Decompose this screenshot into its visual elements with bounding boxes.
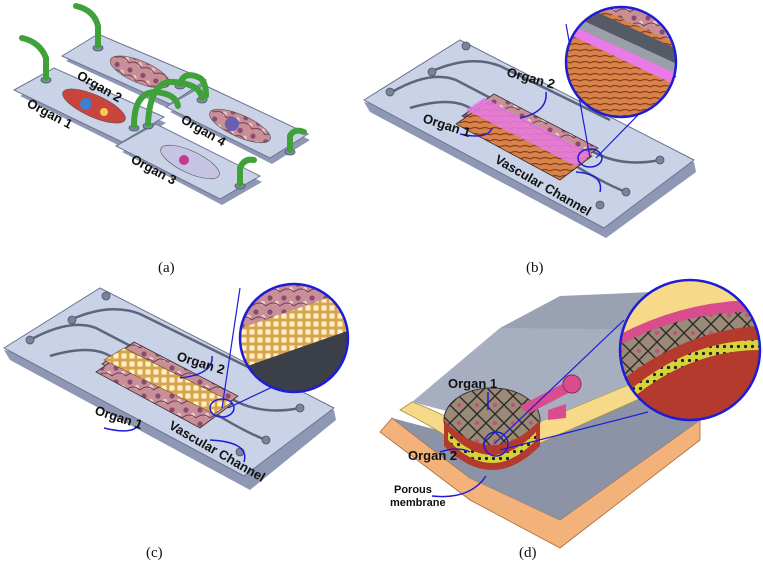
porous-membrane xyxy=(448,432,536,463)
zoom-inset-d xyxy=(620,280,760,420)
chip-organ-3 xyxy=(114,123,262,205)
caption-c: (c) xyxy=(146,545,163,561)
caption-d: (d) xyxy=(519,545,537,561)
ports xyxy=(385,41,665,210)
organ-2-layer xyxy=(444,420,540,470)
caption-a: (a) xyxy=(158,260,175,276)
green-tubing xyxy=(19,3,307,187)
label-organ-2: Organ 2 xyxy=(408,448,457,463)
panel-d: Organ 1 Organ 2 Porous membrane (d) xyxy=(379,278,762,561)
label-organ-1: Organ 1 xyxy=(448,376,497,391)
label-porous-line2: membrane xyxy=(390,497,446,509)
panel-b: Organ 2 Organ 1 Vascular Channel (b) xyxy=(363,5,696,276)
panel-c: Organ 2 Organ 1 Vascular Channel (c) xyxy=(3,282,350,561)
label-porous-line1: Porous xyxy=(394,484,432,496)
chip-organ-2 xyxy=(60,33,208,110)
panel-a: Organ 2 Organ 1 Organ 4 Organ 3 (a) xyxy=(12,3,310,276)
vascular-channel xyxy=(466,98,592,166)
caption-b: (b) xyxy=(526,260,544,276)
